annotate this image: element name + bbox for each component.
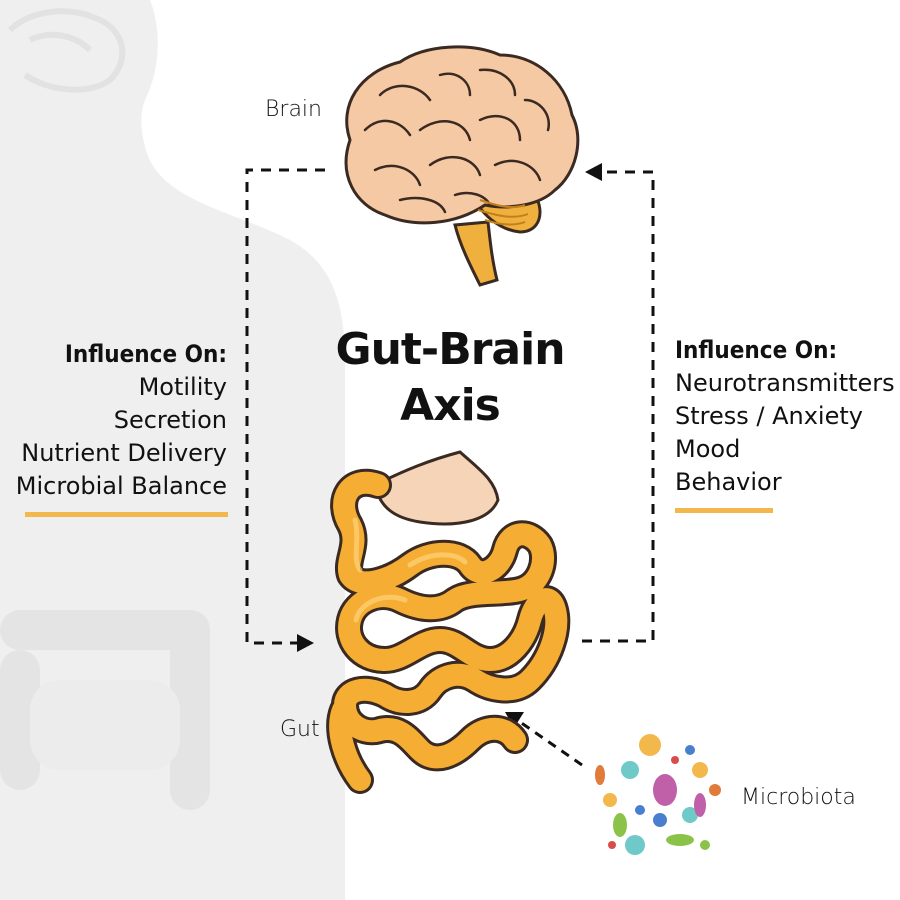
right-influence-block: Influence On: Neurotransmitters Stress /… xyxy=(675,334,895,499)
silhouette-colon-faint xyxy=(0,610,210,810)
left-influence-item: Secretion xyxy=(113,406,227,434)
microbiota-dashed-path xyxy=(519,720,583,767)
right-influence-item: Neurotransmitters xyxy=(675,369,895,397)
gut-label: Gut xyxy=(280,717,320,742)
stomach-icon xyxy=(373,450,500,526)
right-influence-item: Mood xyxy=(675,435,741,463)
left-accent-underline xyxy=(25,512,228,517)
title-line-1: Gut-Brain xyxy=(335,324,565,375)
brain-icon xyxy=(344,45,580,287)
left-influence-item: Motility xyxy=(138,373,227,401)
microbiota-label: Microbiota xyxy=(741,785,856,810)
arrowhead-to-brain xyxy=(585,163,602,181)
right-dashed-path xyxy=(582,170,655,643)
left-influence-block: Influence On: Motility Secretion Nutrien… xyxy=(16,338,227,503)
microbiota-icon xyxy=(589,732,721,858)
page-title: Gut-Brain Axis xyxy=(250,322,650,434)
left-influence-item: Microbial Balance xyxy=(15,472,227,500)
right-influence-item: Behavior xyxy=(675,468,782,496)
arrowhead-to-gut xyxy=(297,634,314,652)
right-influence-heading: Influence On: xyxy=(675,336,838,364)
right-influence-item: Stress / Anxiety xyxy=(675,402,863,430)
left-influence-item: Nutrient Delivery xyxy=(21,439,227,467)
left-influence-heading: Influence On: xyxy=(64,340,227,368)
human-silhouette xyxy=(0,0,345,900)
right-accent-underline xyxy=(675,508,773,513)
silhouette-brain-faint xyxy=(7,8,126,93)
intestine-icon xyxy=(326,468,571,794)
arrowhead-to-intestine xyxy=(505,712,524,728)
left-dashed-path xyxy=(245,168,325,645)
brain-label: Brain xyxy=(265,97,322,122)
title-line-2: Axis xyxy=(400,380,501,431)
